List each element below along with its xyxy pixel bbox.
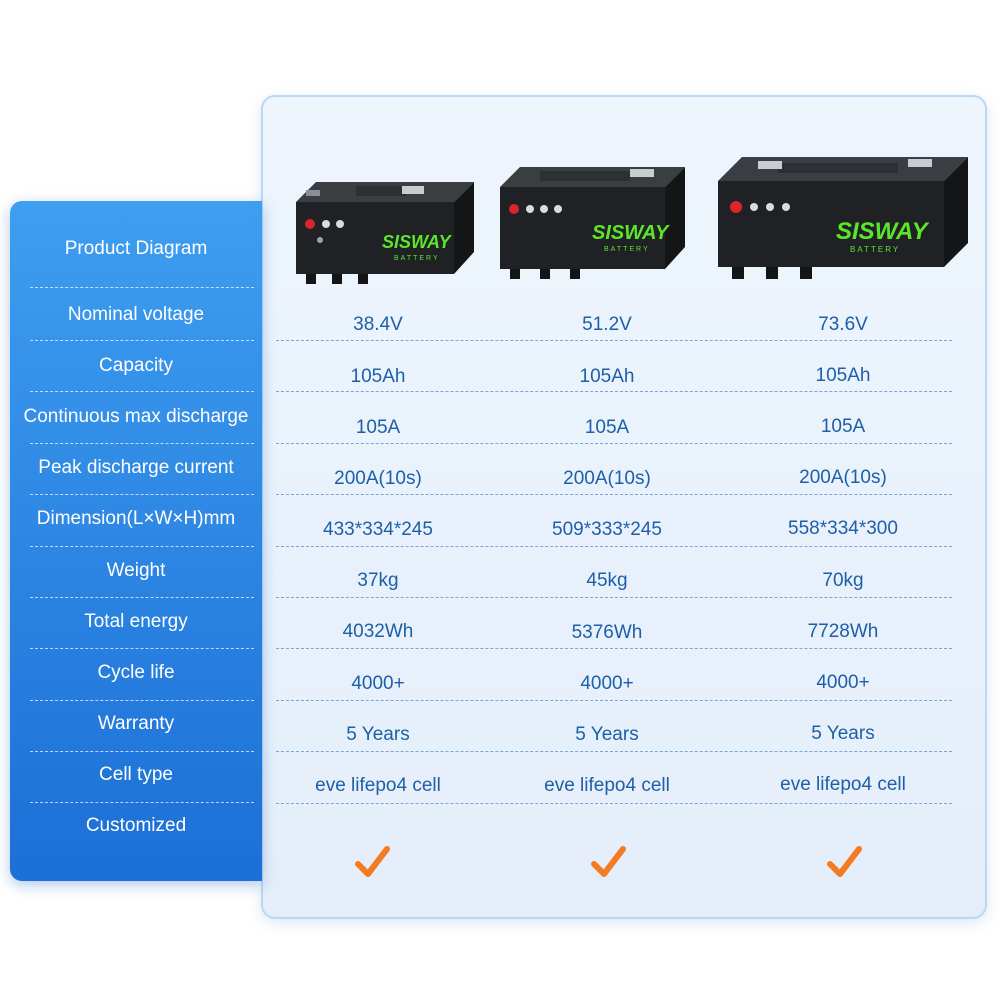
battery-brand-sub-1: BATTERY [394, 255, 440, 262]
row-separator [276, 391, 952, 392]
spec-value: 5376Wh [571, 622, 643, 643]
spec-value: 105Ah [350, 366, 406, 387]
label-customized: Customized [85, 815, 187, 836]
row-separator [276, 648, 952, 649]
spec-value: 4000+ [351, 673, 405, 694]
spec-value: 433*334*245 [323, 519, 433, 540]
row-separator [276, 340, 952, 341]
label-separator [30, 340, 254, 341]
checkmark-icon [355, 846, 390, 877]
label-separator [30, 751, 254, 752]
spec-value: 73.6V [818, 314, 868, 335]
spec-value: 5 Years [575, 724, 639, 745]
battery-brand-3: SISWAY [836, 218, 930, 245]
spec-value: 105Ah [579, 366, 635, 387]
spec-value: eve lifepo4 cell [780, 774, 906, 795]
row-separator [276, 700, 952, 701]
spec-value: 7728Wh [807, 621, 879, 642]
label-dimension: Dimension(L×W×H)mm [36, 508, 236, 529]
row-separator [276, 494, 952, 495]
spec-value: 70kg [822, 570, 864, 591]
label-weight: Weight [106, 560, 166, 581]
battery-brand-2: SISWAY [592, 222, 670, 244]
battery-image-1: SISWAY BATTERY [296, 182, 474, 284]
spec-value: 200A(10s) [563, 468, 651, 489]
spec-value: 5 Years [811, 723, 875, 744]
checkmark-icon [827, 846, 862, 877]
spec-value: 105A [820, 416, 866, 437]
spec-value: 45kg [586, 570, 628, 591]
label-product-diagram: Product Diagram [64, 238, 208, 259]
row-separator [276, 751, 952, 752]
checkmark-icon [591, 846, 626, 877]
label-separator [30, 597, 254, 598]
spec-label-column [10, 201, 262, 881]
spec-value: 200A(10s) [799, 467, 887, 488]
label-cycle-life: Cycle life [97, 662, 175, 683]
battery-image-2: SISWAY BATTERY [500, 167, 685, 279]
spec-value: 38.4V [353, 314, 403, 335]
spec-value: 105Ah [815, 365, 871, 386]
label-peak-discharge-current: Peak discharge current [38, 457, 234, 478]
spec-value: 4000+ [816, 672, 870, 693]
label-separator [30, 802, 254, 803]
label-total-energy: Total energy [84, 611, 188, 632]
battery-brand-sub-3: BATTERY [850, 245, 900, 254]
label-separator [30, 494, 254, 495]
row-separator [276, 443, 952, 444]
label-continuous-max-discharge: Continuous max discharge [23, 406, 249, 427]
label-separator [30, 287, 254, 288]
spec-value: 37kg [357, 570, 399, 591]
spec-value: 5 Years [346, 724, 410, 745]
label-separator [30, 546, 254, 547]
row-separator [276, 803, 952, 804]
label-separator [30, 391, 254, 392]
spec-value: 4000+ [580, 673, 634, 694]
spec-value: 509*333*245 [552, 519, 662, 540]
row-separator [276, 597, 952, 598]
label-separator [30, 700, 254, 701]
spec-value: 4032Wh [342, 621, 414, 642]
label-nominal-voltage: Nominal voltage [67, 304, 205, 325]
label-warranty: Warranty [97, 713, 175, 734]
battery-brand-sub-2: BATTERY [604, 246, 650, 253]
label-capacity: Capacity [99, 355, 173, 376]
row-separator [276, 546, 952, 547]
label-cell-type: Cell type [99, 764, 173, 785]
spec-value: 558*334*300 [788, 518, 898, 539]
label-separator [30, 443, 254, 444]
spec-value: 105A [584, 417, 630, 438]
battery-brand-1: SISWAY [382, 232, 453, 252]
spec-value: 200A(10s) [334, 468, 422, 489]
spec-value: eve lifepo4 cell [315, 775, 441, 796]
spec-value: 105A [355, 417, 401, 438]
spec-value: 51.2V [582, 314, 632, 335]
spec-value: eve lifepo4 cell [544, 775, 670, 796]
label-separator [30, 648, 254, 649]
battery-image-3: SISWAY BATTERY [718, 157, 968, 279]
